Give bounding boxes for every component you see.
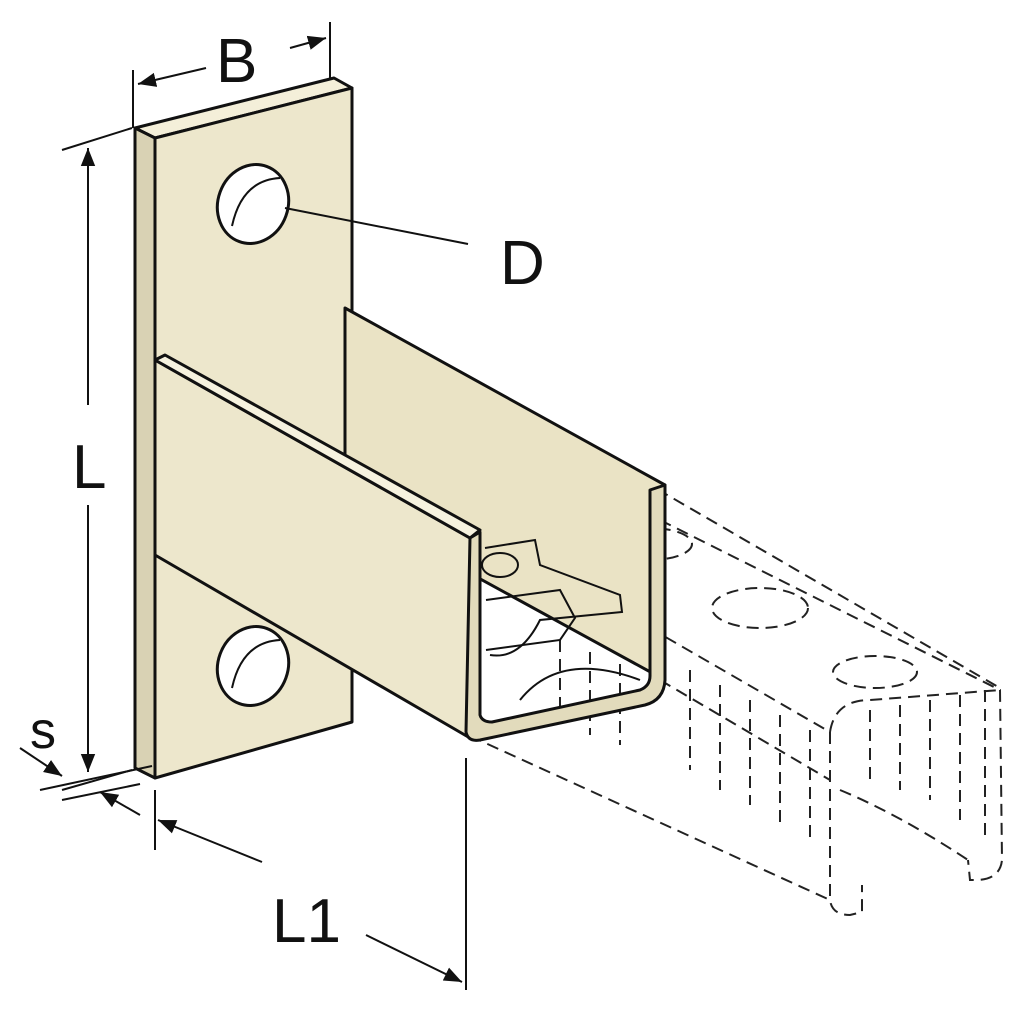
lower-hole [215, 625, 291, 707]
upper-hole [215, 163, 291, 245]
label-d: D [500, 229, 545, 298]
label-b: B [216, 27, 257, 96]
dimension-lines [19, 22, 469, 990]
label-l1: L1 [272, 887, 341, 956]
label-s: s [30, 702, 56, 760]
channel-arm [153, 306, 667, 742]
label-l: L [72, 433, 106, 502]
